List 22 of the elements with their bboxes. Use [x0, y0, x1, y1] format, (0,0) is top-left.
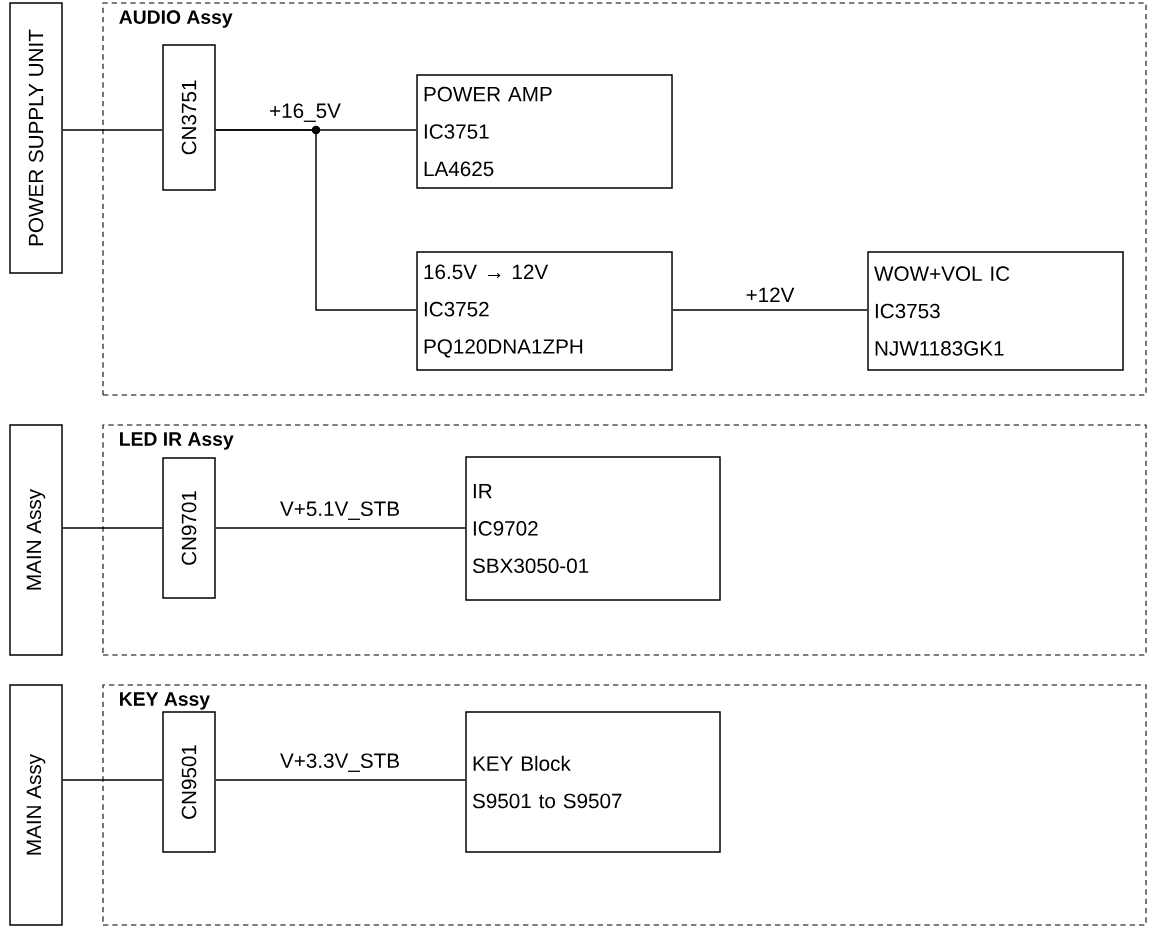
block-box: WOW+VOL IC IC3753 NJW1183GK1 — [867, 251, 1124, 371]
edge-label: +16_5V — [267, 102, 343, 124]
block-box: 16.5V → 12V IC3752 PQ120DNA1ZPH — [416, 251, 673, 371]
wire — [62, 129, 163, 131]
connector-box: MAIN Assy — [9, 684, 63, 926]
wire — [62, 527, 163, 529]
connector-box: CN3751 — [162, 44, 216, 191]
block-box: POWER AMP IC3751 LA4625 — [416, 74, 673, 189]
wire — [672, 309, 868, 311]
connector-box: CN9501 — [162, 711, 216, 853]
wire — [215, 779, 466, 781]
edge-label: +12V — [744, 286, 796, 304]
connector-box: MAIN Assy — [9, 424, 63, 656]
connector-box: CN9701 — [162, 457, 216, 599]
block-box: KEY Block S9501 to S9507 — [465, 711, 721, 853]
edge-label: V+3.3V_STB — [278, 752, 402, 774]
edge-label: V+5.1V_STB — [278, 500, 402, 522]
wire — [215, 527, 466, 529]
block-box: IR IC9702 SBX3050-01 — [465, 456, 721, 601]
connector-box: POWER SUPPLY UNIT — [9, 2, 63, 274]
wire — [62, 779, 163, 781]
wire — [215, 129, 417, 311]
